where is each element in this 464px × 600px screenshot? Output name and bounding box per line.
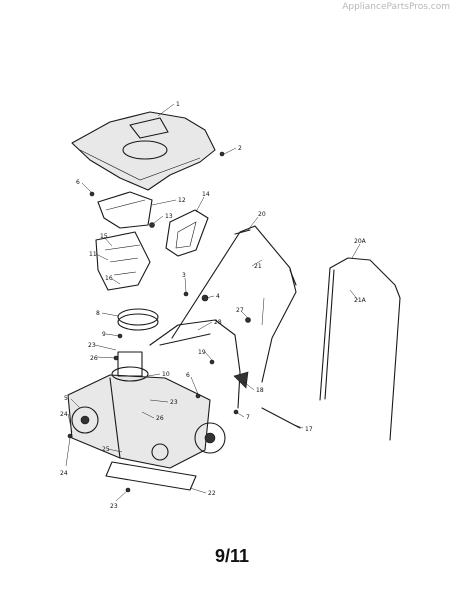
callout-label: 23 (88, 342, 96, 349)
callout-label: 27 (236, 307, 244, 314)
callout-label: 3 (182, 272, 186, 279)
scraper-bar-part (105, 461, 197, 491)
callout-label: 15 (100, 233, 108, 240)
callout-label: 21 (254, 263, 262, 270)
leader-lines (65, 103, 361, 502)
chute-handle-part (165, 209, 209, 257)
page-number: 9/11 (214, 546, 250, 566)
callout-label: 7 (246, 414, 250, 421)
callout-label: 24 (60, 470, 68, 477)
callout-label: 18 (256, 387, 264, 394)
callout-label: 24 (60, 411, 68, 418)
callout-label: 20A (354, 238, 367, 245)
watermark: AppliancePartsPros.com (342, 2, 450, 12)
callout-label: 22 (208, 490, 216, 497)
chute-ring-part (117, 308, 159, 331)
callout-label: 9 (102, 331, 106, 338)
upper-handle-part (171, 225, 297, 383)
callout-label: 25 (102, 446, 110, 453)
wheel-part (71, 406, 226, 461)
callout-label: 21A (354, 297, 367, 304)
callout-label: 16 (105, 275, 113, 282)
callout-label: 28 (214, 319, 222, 326)
callout-label: 10 (162, 371, 170, 378)
auger-housing-part (67, 351, 211, 469)
callout-labels: 1 2 6 12 13 14 15 11 16 20 20A 21 21A 3 … (60, 101, 367, 510)
callout-label: 6 (186, 372, 190, 379)
callout-label: 4 (216, 293, 220, 300)
callout-label: 20 (258, 211, 266, 218)
callout-label: 23 (170, 399, 178, 406)
callout-label: 23 (110, 503, 118, 510)
callout-label: 2 (238, 145, 242, 152)
callout-label: 19 (198, 349, 206, 356)
top-housing-part (71, 111, 216, 191)
discharge-chute-part (95, 231, 151, 291)
callout-label: 1 (176, 101, 180, 108)
callout-label: 6 (76, 179, 80, 186)
callout-label: 26 (156, 415, 164, 422)
callout-label: 13 (165, 213, 173, 220)
exploded-parts-diagram: 1 2 6 12 13 14 15 11 16 20 20A 21 21A 3 … (60, 101, 401, 510)
callout-label: 12 (178, 197, 186, 204)
callout-label: 11 (89, 251, 97, 258)
alternate-handle-part (319, 257, 401, 441)
chute-deflector-part (97, 191, 153, 229)
callout-label: 17 (305, 426, 313, 433)
callout-label: 5 (64, 395, 68, 402)
callout-label: 8 (96, 310, 100, 317)
callout-label: 14 (202, 191, 210, 198)
callout-label: 26 (90, 355, 98, 362)
